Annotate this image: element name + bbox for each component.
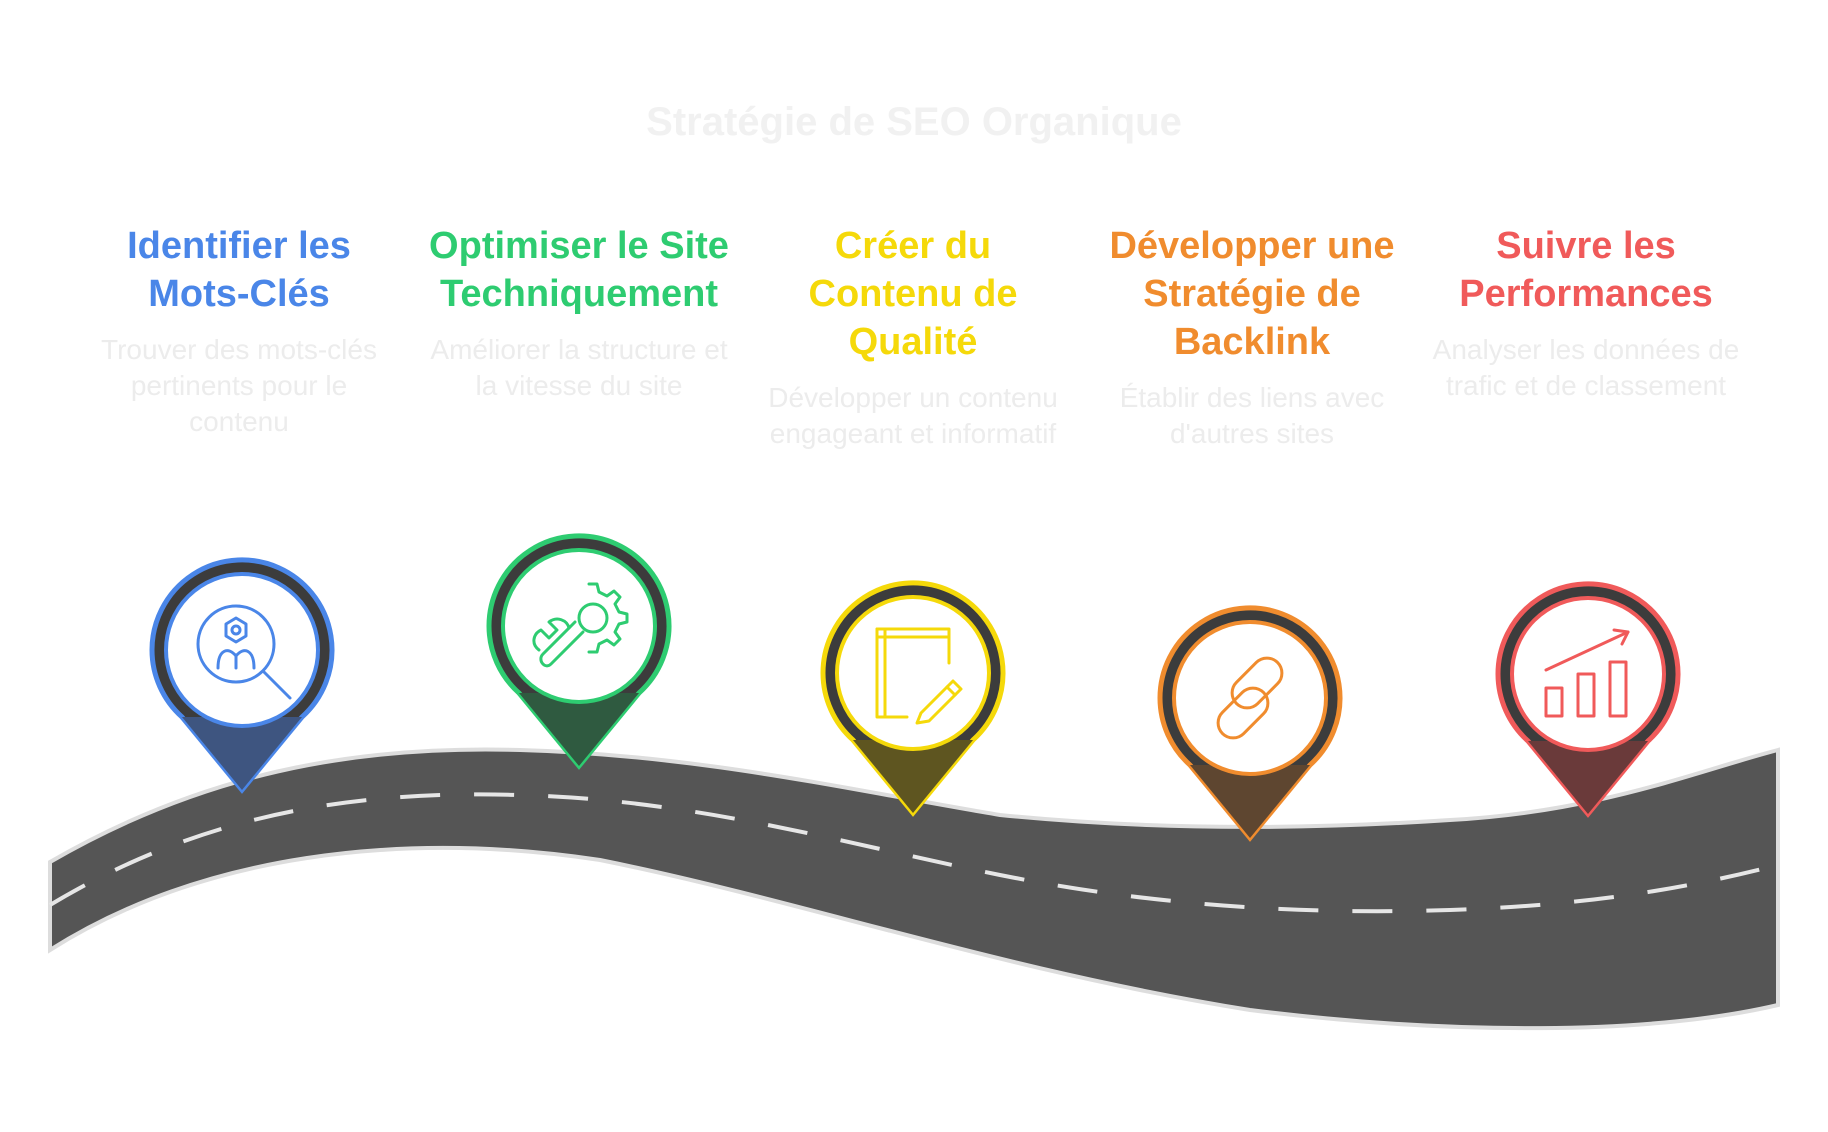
step-description: Trouver des mots-clés pertinents pour le… bbox=[101, 334, 377, 437]
step-title: Développer une Stratégie de Backlink bbox=[1109, 225, 1395, 363]
pin-1 bbox=[149, 557, 335, 794]
step-title: Suivre les Performances bbox=[1459, 225, 1713, 315]
step-4: Développer une Stratégie de Backlink Éta… bbox=[1092, 222, 1412, 452]
pin-4 bbox=[1157, 605, 1343, 842]
search-person-icon bbox=[196, 604, 292, 700]
step-5: Suivre les Performances Analyser les don… bbox=[1426, 222, 1746, 404]
bar-chart-arrow-icon bbox=[1544, 628, 1630, 718]
notebook-pencil-icon bbox=[875, 627, 963, 725]
diagram-title: Stratégie de SEO Organique bbox=[646, 100, 1182, 144]
pin-2 bbox=[486, 533, 672, 770]
step-title: Identifier les Mots-Clés bbox=[127, 225, 351, 315]
step-title: Créer du Contenu de Qualité bbox=[808, 225, 1018, 363]
step-description: Établir des liens avec d'autres sites bbox=[1119, 382, 1385, 449]
gear-wrench-icon bbox=[532, 582, 629, 668]
step-2: Optimiser le Site Techniquement Améliore… bbox=[419, 222, 739, 404]
step-description: Développer un contenu engageant et infor… bbox=[768, 382, 1058, 449]
pin-5 bbox=[1495, 581, 1681, 818]
link-icon bbox=[1216, 656, 1284, 740]
road-center-line bbox=[48, 792, 1779, 914]
step-description: Analyser les données de trafic et de cla… bbox=[1432, 334, 1740, 401]
step-description: Améliorer la structure et la vitesse du … bbox=[430, 334, 728, 401]
road bbox=[48, 747, 1780, 1031]
pin-3 bbox=[820, 580, 1006, 817]
step-title: Optimiser le Site Techniquement bbox=[429, 225, 729, 315]
step-1: Identifier les Mots-Clés Trouver des mot… bbox=[79, 222, 399, 440]
step-3: Créer du Contenu de Qualité Développer u… bbox=[753, 222, 1073, 452]
